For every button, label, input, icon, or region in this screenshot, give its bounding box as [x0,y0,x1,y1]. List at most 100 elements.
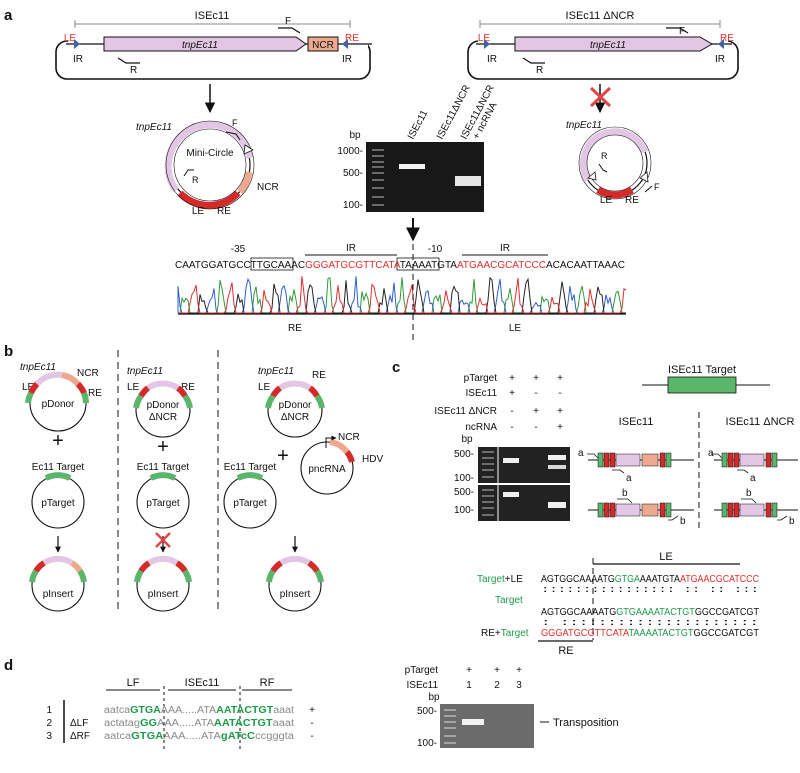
c-a1: a [578,448,584,459]
panel-c: c pTarget ISEc11 ISEc11 ΔNCR ncRNA + + +… [392,359,798,657]
b2-pdonor: pDonor [147,400,180,411]
b1-ptarget: pTarget [41,498,75,509]
c-a3: a [708,448,714,459]
gel-c-top-band-3a [548,455,566,460]
c-align-label-1: Target+LE [477,574,523,585]
gel-c-bottom-500: 500- [454,487,474,498]
d-gel-bp: bp [428,692,440,703]
d-row-2-result: - [310,718,313,729]
re-label: RE [345,33,359,44]
gel-c-bottom-band-3 [548,502,566,508]
c-mark-3-2: + [557,422,563,433]
minicircle-ncr-arc [237,171,253,195]
c-row-ncrna: ncRNA [465,422,497,433]
b1-gene: tnpEc11 [20,362,56,373]
dncr-tnpec11-label: tnpEc11 [590,40,626,51]
d-lane-2: 2 [494,680,500,691]
d-gel-500: 500- [417,706,437,717]
c-mark-2-2: + [557,406,563,417]
dncr-circle-r: R [601,151,608,161]
dncr-title: ISEc11 ΔNCR [566,10,635,22]
d-lane-3: 3 [516,680,522,691]
c-schematics: a a b b a a [578,448,798,527]
d-row-2-label: ΔLF [70,718,88,729]
re-bottom-label: RE [288,323,302,334]
dncr-le-label: LE [478,33,491,44]
panel-b-col3: tnpEc11 LE RE pDonor ΔNCR + Ec11 Target … [223,366,383,612]
gel-c-top-band-3b [548,465,566,469]
ir-left-arrow-icon [74,39,80,49]
c-mark-1-0: + [509,388,515,399]
dncr-ir-left-arrow-icon [484,39,490,49]
b2-pinsert: pInsert [148,589,179,600]
le-label: LE [64,33,77,44]
d-isec11: ISEc11 [185,677,220,689]
c-align-match-2: : ::::::::::::::::::::: [541,618,759,628]
c-alignment: LE Target+LE AGTGGCAAAATGGTGAAAATGTAATGA… [477,551,759,657]
gel-d: pTarget ISEc11 + + + 1 2 3 bp 500- 100- … [405,665,619,749]
d-ptarget-label: pTarget [405,665,439,676]
b2-dncr: ΔNCR [149,412,177,423]
b2-gene: tnpEc11 [127,366,163,377]
dncr-tnpec11-gene [514,36,713,52]
d-transposition-label: Transposition [553,717,619,729]
dncr-ir-left-label: IR [487,54,497,65]
primer-r [117,57,140,64]
c-col-dncr: ISEc11 ΔNCR [726,416,795,428]
c-re-footer: RE [558,645,573,657]
minicircle-r-label: R [192,175,199,185]
gel-a-500: 500- [343,168,363,179]
b3-pinsert: pInsert [280,589,311,600]
b3-ec11-target: Ec11 Target [224,462,277,473]
dncr-circle: tnpEc11 R F LE RE [566,120,660,206]
b3-plus: + [277,445,289,467]
b1-ec11-target: Ec11 Target [32,462,85,473]
b3-ptarget: pTarget [233,498,267,509]
panel-c-conditions: pTarget ISEc11 ISEc11 ΔNCR ncRNA + + + +… [434,373,563,433]
d-row-3-num: 3 [46,731,52,742]
minicircle-le-label: LE [192,206,205,217]
ir-right-seq-label: IR [500,243,510,254]
tnpec11-label: tnpEc11 [182,40,218,51]
b2-ec11-target: Ec11 Target [137,462,190,473]
dncr-circle-gene: tnpEc11 [566,120,602,131]
ir-left-seq-label: IR [346,243,356,254]
c-mark-3-0: - [510,422,513,433]
gel-a: bp 1000- 500- 100- ISEc11 ISEc11ΔNCR ISE… [337,83,500,212]
c-row-isec11: ISEc11 [466,388,498,399]
c-b1: b [622,488,628,499]
d-ptarget-mark-1: + [466,665,472,676]
minicircle-f-label: F [232,118,238,128]
minicircle: Mini-Circle tnpEc11 F R NCR LE RE [136,118,279,217]
gel-c-bottom-band-1 [503,492,519,497]
dncr-primer-f-label: F [679,26,685,37]
b1-re: RE [88,388,102,399]
d-lane-1: 1 [466,680,472,691]
dncr-circle-re: RE [625,195,639,206]
primer-r-label: R [130,65,137,76]
panel-a-label: a [4,7,13,24]
d-row-2-num: 2 [46,718,52,729]
d-gel-band-1 [462,719,484,725]
d-row-1-num: 1 [46,705,52,716]
dncr-circle-f: F [654,182,660,192]
c-align-seq-1: AGTGGCAAAATGGTGAAAATGTAATGAACGCATCCC [541,574,759,585]
dncr-re-label: RE [720,33,734,44]
ncr-region [307,36,339,52]
blocked-x-icon [589,86,612,108]
c-a4: a [750,473,756,484]
c-mark-0-2: + [557,373,563,384]
isec11-target-box: ISEc11 Target [642,364,770,394]
c-mark-2-1: + [533,406,539,417]
panel-b-label: b [4,343,13,360]
d-gel-100: 100- [417,738,437,749]
target-box-label: ISEc11 Target [668,364,736,376]
d-ptarget-mark-3: + [516,665,522,676]
b2-blocked-x-icon [155,532,171,548]
